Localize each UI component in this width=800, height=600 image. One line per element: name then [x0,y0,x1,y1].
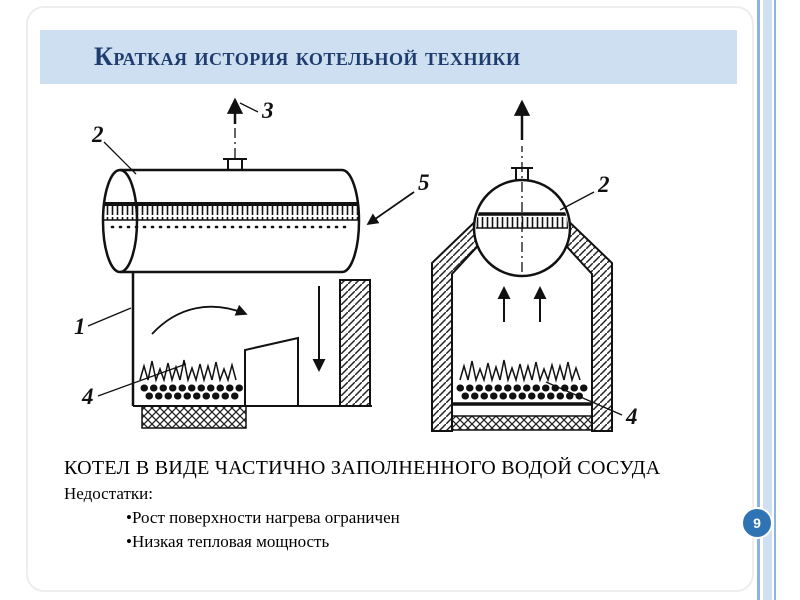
caption-bullet-1: •Рост поверхности нагрева ограничен [126,508,400,527]
right-leader-2 [559,191,595,211]
left-water-level-hatch [104,204,358,220]
right-border-stripe-dark [757,0,760,600]
left-label-2: 2 [91,122,104,147]
right-border-stripe-dark-outer [774,0,776,600]
slide-title-bar: Краткая история котельной техники [40,30,737,84]
left-label-1: 1 [74,314,86,339]
slide-title: Краткая история котельной техники [94,42,521,71]
left-flames [139,359,237,383]
left-furnace-pillar [339,279,371,407]
left-label-5: 5 [418,170,430,195]
left-leader-1 [87,307,132,327]
left-grate-step-block [244,336,299,407]
right-boiler-diagram [431,99,623,432]
caption-heading: КОТЕЛ В ВИДЕ ЧАСТИЧНО ЗАПОЛНЕННОГО ВОДОЙ… [64,457,661,479]
slide-card [26,6,754,592]
left-furnace-base-masonry [141,405,247,429]
boiler-diagram-svg: 2 3 5 1 4 2 4 [74,97,638,432]
left-boiler-diagram [87,97,415,429]
right-flames [459,359,581,383]
left-label-3: 3 [261,98,274,123]
left-label-4: 4 [81,384,94,409]
right-label-4: 4 [625,404,638,429]
left-gas-flow-arrow [151,304,248,335]
left-leader-2 [103,141,137,175]
left-drum-right-cap [341,168,361,274]
left-leader-4 [97,363,187,397]
caption-block: КОТЕЛ В ВИДЕ ЧАСТИЧНО ЗАПОЛНЕННОГО ВОДОЙ… [64,456,724,554]
right-base-masonry [451,415,593,431]
page-number-badge: 9 [741,507,773,539]
caption-bullet-2: •Низкая тепловая мощность [126,532,330,551]
right-water-level-hatch [476,214,568,228]
left-leader-5-arrow [366,191,415,226]
caption-intro: Недостатки: [64,484,153,503]
left-drum-end-cap [101,168,139,274]
right-border-stripe-light [763,0,772,600]
boiler-diagrams: 2 3 5 1 4 2 4 [40,88,740,453]
right-label-2: 2 [597,172,610,197]
right-leader-4 [545,381,623,416]
left-leader-3 [239,102,259,113]
